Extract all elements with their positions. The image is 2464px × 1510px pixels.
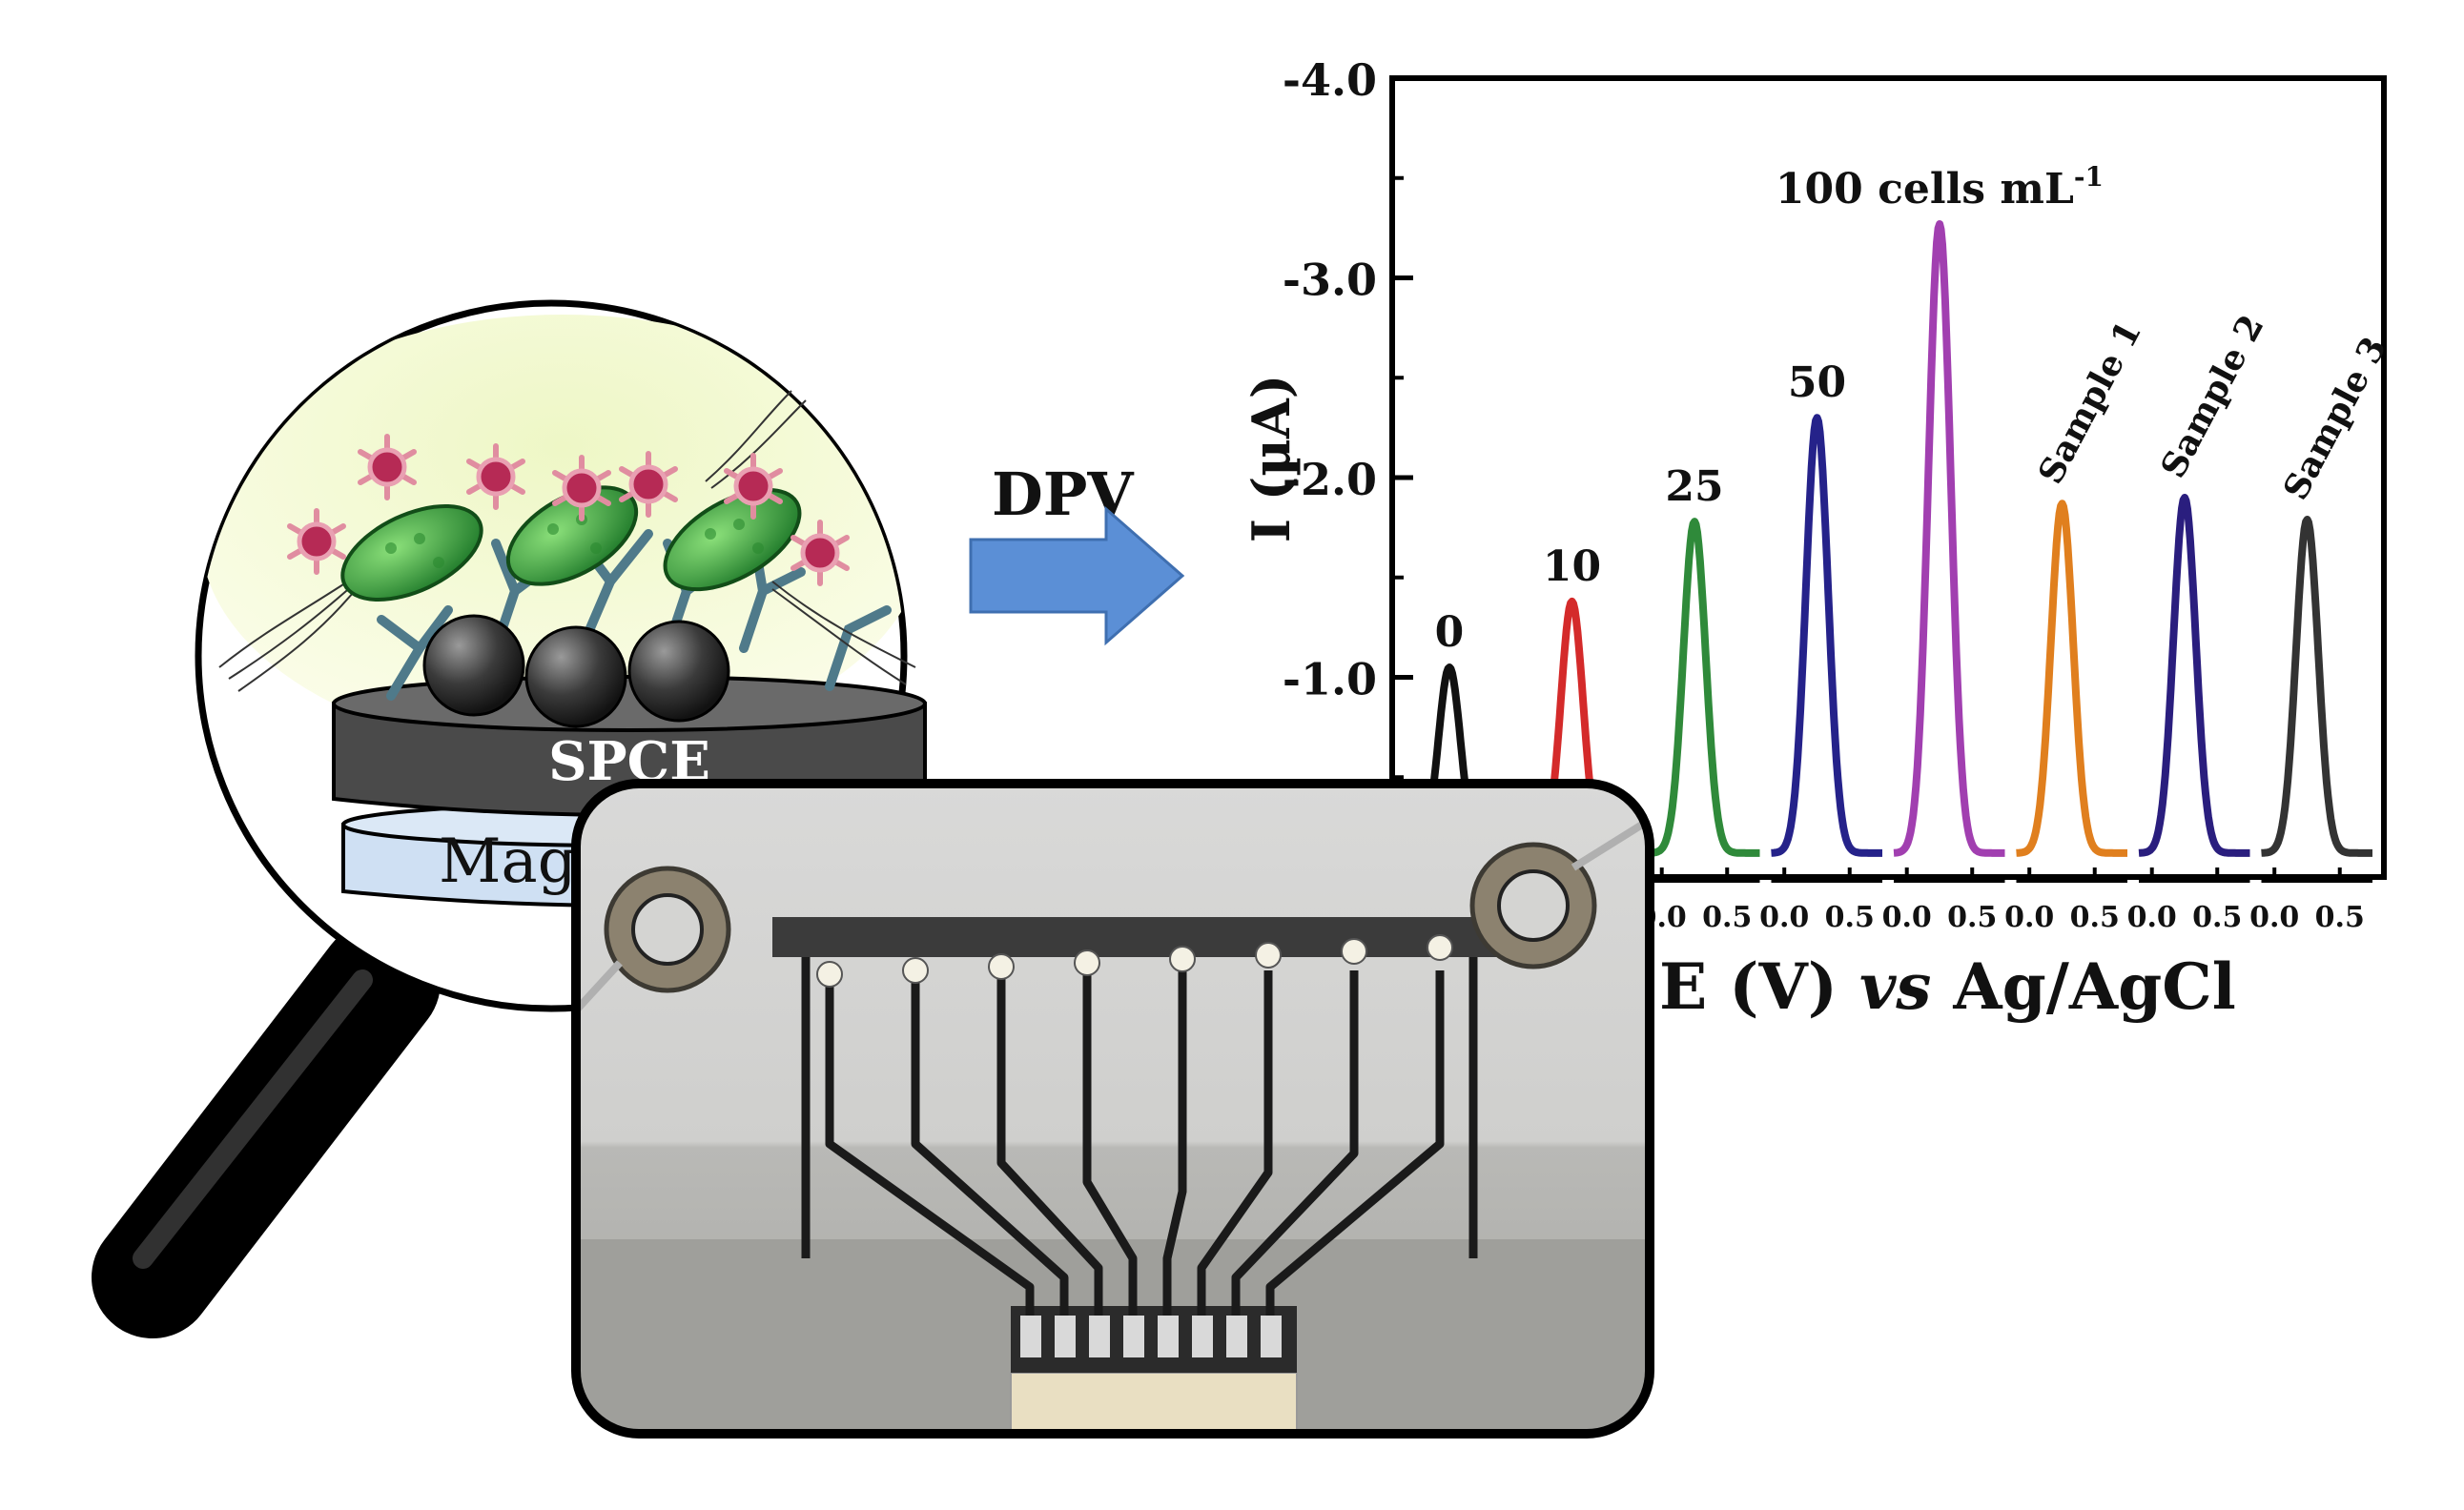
series-line	[2014, 500, 2130, 857]
series-label: 50	[1788, 358, 1846, 407]
x-tick-label: 0.5	[2070, 901, 2120, 934]
series-line	[1646, 518, 1762, 857]
series-label: Sample 2	[2153, 309, 2272, 485]
x-tick-label: 0.5	[2192, 901, 2242, 934]
series-label: 10	[1543, 542, 1601, 591]
series-line	[1769, 414, 1885, 857]
x-tick-label: 0.0	[2127, 901, 2177, 934]
y-axis-label: I (µA)	[1241, 375, 1302, 543]
series-label: Sample 3	[2275, 331, 2394, 507]
series-label: 25	[1665, 462, 1723, 511]
series-line	[2259, 516, 2375, 857]
magnifier-handle	[92, 921, 441, 1338]
y-tick-label: -3.0	[1283, 255, 1377, 306]
series-line	[1891, 220, 2007, 857]
series-line	[2136, 494, 2252, 857]
magnet-label: Mag	[439, 826, 577, 897]
working-electrodes	[816, 934, 1453, 988]
x-tick-label: 0.0	[1882, 901, 1932, 934]
x-axis-label: E (V) vs Ag/AgCl	[1659, 949, 2236, 1024]
x-tick-label: 0.5	[1702, 901, 1752, 934]
connector-pins	[1020, 1316, 1282, 1357]
electrode-tracks	[801, 957, 1478, 1316]
x-tick-label: 0.5	[2315, 901, 2365, 934]
series-label: 100 cells mL-1	[1776, 161, 2104, 214]
y-tick-label: -1.0	[1283, 654, 1377, 705]
x-tick-label: 0.5	[1947, 901, 1997, 934]
magnetic-beads	[422, 614, 730, 728]
photo-inset	[571, 779, 1654, 1439]
arrow-icon	[969, 505, 1185, 646]
dpv-arrow: DPV	[969, 459, 1185, 646]
bacteria	[218, 390, 916, 692]
x-tick-label: 0.0	[1759, 901, 1809, 934]
y-tick-label: -2.0	[1283, 454, 1377, 505]
x-tick-label: 0.0	[2249, 901, 2299, 934]
x-tick-label: 0.5	[1825, 901, 1875, 934]
series-label: Sample 1	[2030, 315, 2149, 491]
thumb-screws	[576, 816, 1650, 1013]
series-label: 0	[1435, 608, 1465, 657]
signal-labels	[287, 434, 850, 586]
y-tick-label: -4.0	[1283, 54, 1377, 106]
x-tick-label: 0.0	[2004, 901, 2054, 934]
chart-series	[1401, 220, 2375, 857]
